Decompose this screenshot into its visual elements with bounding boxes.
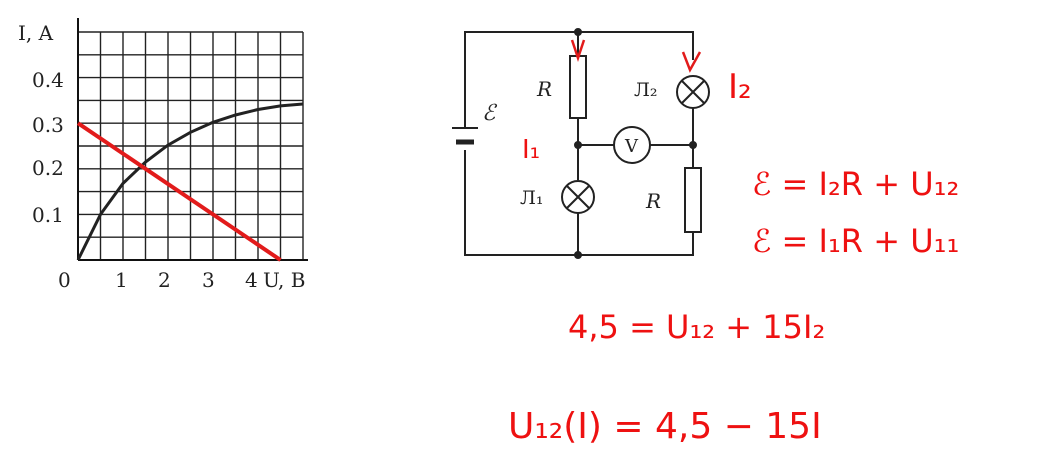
circuit-labels: ℰ R Л₂ Л₁ R V [482, 77, 661, 213]
note-equation-4: U₁₂(I) = 4,5 − 15I [508, 406, 822, 447]
x-axis-label: U, B [263, 268, 305, 292]
junction-top [574, 28, 582, 36]
resistor-top-label: R [536, 77, 552, 101]
y-tick-0.1: 0.1 [32, 203, 64, 227]
note-equation-2: ℰ = I₁R + U₁₁ [752, 222, 959, 260]
lamp-top-cross-b [681, 80, 705, 104]
emf-label: ℰ [482, 101, 498, 126]
circuit-diagram [452, 28, 710, 259]
x-tick-3: 3 [202, 268, 215, 292]
y-tick-0.3: 0.3 [32, 113, 64, 137]
current-arrow-right [681, 51, 702, 73]
junction-right [689, 141, 697, 149]
x-tick-1: 1 [115, 268, 128, 292]
note-equation-1: ℰ = I₂R + U₁₂ [752, 165, 959, 203]
lamp-bottom-cross-b [566, 185, 590, 209]
lamp-bottom-label: Л₁ [520, 187, 543, 209]
note-equation-3: 4,5 = U₁₂ + 15I₂ [568, 308, 825, 346]
resistor-top [569, 55, 587, 119]
junction-bottom [574, 251, 582, 259]
note-current-1: I₁ [522, 135, 540, 165]
lamp-top-label: Л₂ [634, 79, 657, 101]
y-axis-label: I, A [18, 21, 54, 45]
note-current-2: I₂ [728, 67, 752, 107]
voltmeter-label: V [624, 136, 639, 157]
junction-left [574, 141, 582, 149]
y-tick-0.4: 0.4 [32, 68, 64, 92]
x-tick-2: 2 [158, 268, 171, 292]
x-tick-4: 4 [245, 268, 258, 292]
current-arrow-left [570, 39, 586, 62]
iv-graph: I, A U, B 0 1 2 3 4 0.1 0.2 0.3 0.4 [18, 18, 308, 292]
y-tick-0.2: 0.2 [32, 156, 64, 180]
load-line [76, 121, 282, 262]
handwritten-notes: I₁ I₂ ℰ = I₂R + U₁₂ ℰ = I₁R + U₁₁ 4,5 = … [508, 39, 959, 447]
resistor-bottom [684, 167, 702, 233]
iv-curve [76, 102, 304, 261]
x-tick-0: 0 [58, 268, 71, 292]
resistor-bottom-label: R [645, 189, 661, 213]
